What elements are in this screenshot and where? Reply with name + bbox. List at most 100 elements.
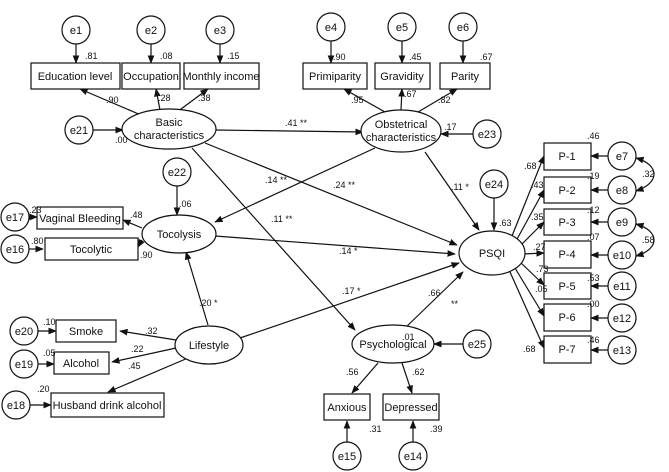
indicator-label-education: Education level bbox=[38, 71, 113, 83]
loading-p4: .27 bbox=[533, 242, 546, 252]
indicator-label-gravidity: Gravidity bbox=[380, 71, 424, 83]
indicator-label-alcohol: Alcohol bbox=[63, 358, 99, 370]
latent-tocolysis bbox=[141, 214, 217, 254]
box-primiparity bbox=[302, 62, 368, 90]
error-circle-e20 bbox=[9, 316, 39, 346]
loading-alcohol: .22 bbox=[131, 344, 144, 354]
path-basic-obstetric bbox=[214, 128, 364, 136]
box-tocolytic bbox=[44, 237, 139, 261]
box-anxious bbox=[323, 393, 371, 421]
error-circle-e16 bbox=[0, 234, 30, 264]
r2-vaginal: .23 bbox=[29, 205, 42, 215]
r2-smoke: .10 bbox=[43, 317, 56, 327]
error-label-e8: e8 bbox=[616, 185, 628, 197]
path-obstetric-tocolysis bbox=[214, 147, 376, 223]
arrow-psqi-p3 bbox=[519, 221, 545, 247]
latent-obstetric bbox=[360, 109, 442, 153]
error-circle-e19 bbox=[9, 349, 39, 379]
error-circle-e5 bbox=[387, 12, 417, 42]
error-label-e16: e16 bbox=[6, 244, 24, 256]
error-label-e25: e25 bbox=[468, 339, 486, 351]
box-depressed bbox=[382, 393, 440, 421]
loading-p7: .68 bbox=[523, 344, 536, 354]
loading-p6: .05 bbox=[535, 284, 548, 294]
error-label-e22: e22 bbox=[168, 167, 186, 179]
latent-label-tocolysis: Tocolysis bbox=[157, 229, 202, 241]
latent-psychological bbox=[351, 324, 435, 364]
error-circle-e9 bbox=[607, 207, 637, 237]
indicator-label-p4: P-4 bbox=[558, 249, 575, 261]
error-circle-e4 bbox=[316, 12, 346, 42]
arrow-obstetric-parity bbox=[417, 88, 458, 113]
box-smoke bbox=[55, 319, 117, 343]
loading-p3: .35 bbox=[531, 212, 544, 222]
arrow-psqi-p5 bbox=[519, 261, 545, 286]
box-p2 bbox=[543, 176, 592, 204]
indicator-label-smoke: Smoke bbox=[69, 326, 103, 338]
r2-tocolytic: .80 bbox=[31, 236, 44, 246]
arrow-psqi-p4 bbox=[522, 250, 545, 257]
loading-p5: .73 bbox=[536, 264, 549, 274]
error-circle-e1 bbox=[61, 15, 91, 45]
path-label-obstetric-tocolysis: .14 ** bbox=[265, 175, 288, 185]
loading-income: .38 bbox=[198, 93, 211, 103]
indicator-label-primiparity: Primiparity bbox=[309, 71, 361, 83]
error-circle-e7 bbox=[607, 141, 637, 171]
error-circle-e6 bbox=[448, 12, 478, 42]
indicator-label-depressed: Depressed bbox=[384, 402, 437, 414]
error-circle-e15 bbox=[332, 441, 362, 471]
box-education bbox=[30, 62, 121, 90]
error-circle-e17 bbox=[0, 202, 30, 232]
path-lifestyle-psqi bbox=[239, 262, 460, 339]
r2-anxious: .31 bbox=[369, 424, 382, 434]
error-circle-e22 bbox=[162, 157, 192, 187]
r2-primiparity: .90 bbox=[333, 52, 346, 62]
error-circle-e10 bbox=[607, 240, 637, 270]
box-p3 bbox=[543, 208, 592, 236]
path-label-basic-obstetric: .41 ** bbox=[285, 118, 308, 128]
loading-primiparity: .95 bbox=[351, 95, 364, 105]
indicator-label-income: Monthly income bbox=[182, 71, 259, 83]
box-p5 bbox=[543, 272, 592, 300]
loading-vaginal: .48 bbox=[130, 210, 143, 220]
r2-gravidity: .45 bbox=[409, 52, 422, 62]
latent-basic bbox=[121, 108, 217, 150]
error-label-e19: e19 bbox=[15, 359, 33, 371]
arrow-psychological-anxious bbox=[351, 362, 379, 394]
loading-p2: .43 bbox=[531, 180, 544, 190]
r2-obstetric: .17 bbox=[444, 122, 457, 132]
latent-lifestyle bbox=[174, 325, 244, 365]
error-label-e1: e1 bbox=[70, 25, 82, 37]
error-label-e13: e13 bbox=[613, 345, 631, 357]
box-gravidity bbox=[374, 62, 431, 90]
arrow-psqi-p7 bbox=[509, 271, 545, 349]
box-occupation bbox=[121, 62, 181, 90]
box-income bbox=[183, 62, 260, 90]
arrow-basic-education bbox=[79, 88, 149, 119]
loading-parity: .82 bbox=[438, 95, 451, 105]
path-label-psychological-psqi-sig: ** bbox=[451, 299, 459, 309]
error-label-e10: e10 bbox=[613, 250, 631, 262]
r2-alcohol: .05 bbox=[43, 348, 56, 358]
error-label-e24: e24 bbox=[485, 179, 503, 191]
latent-label-basic-line2: characteristics bbox=[134, 130, 205, 142]
box-husband bbox=[50, 392, 165, 418]
error-label-e17: e17 bbox=[6, 212, 24, 224]
covariance-label-e7-e8: .32 bbox=[642, 169, 655, 179]
arrow-lifestyle-alcohol bbox=[111, 347, 177, 364]
error-circle-e25 bbox=[462, 329, 492, 359]
error-label-e12: e12 bbox=[613, 313, 631, 325]
arrow-basic-income bbox=[176, 88, 209, 113]
r2-occupation: .08 bbox=[160, 51, 173, 61]
error-circle-e23 bbox=[472, 119, 502, 149]
error-circle-e11 bbox=[607, 271, 637, 301]
indicator-label-occupation: Occupation bbox=[123, 71, 179, 83]
indicator-label-p2: P-2 bbox=[558, 185, 575, 197]
r2-p3: .12 bbox=[587, 205, 600, 215]
box-p7 bbox=[543, 335, 592, 364]
box-vaginal bbox=[36, 206, 124, 230]
path-label-lifestyle-tocolysis: .20 * bbox=[199, 298, 218, 308]
error-label-e4: e4 bbox=[325, 22, 337, 34]
covariance-e9-e10 bbox=[635, 222, 655, 258]
